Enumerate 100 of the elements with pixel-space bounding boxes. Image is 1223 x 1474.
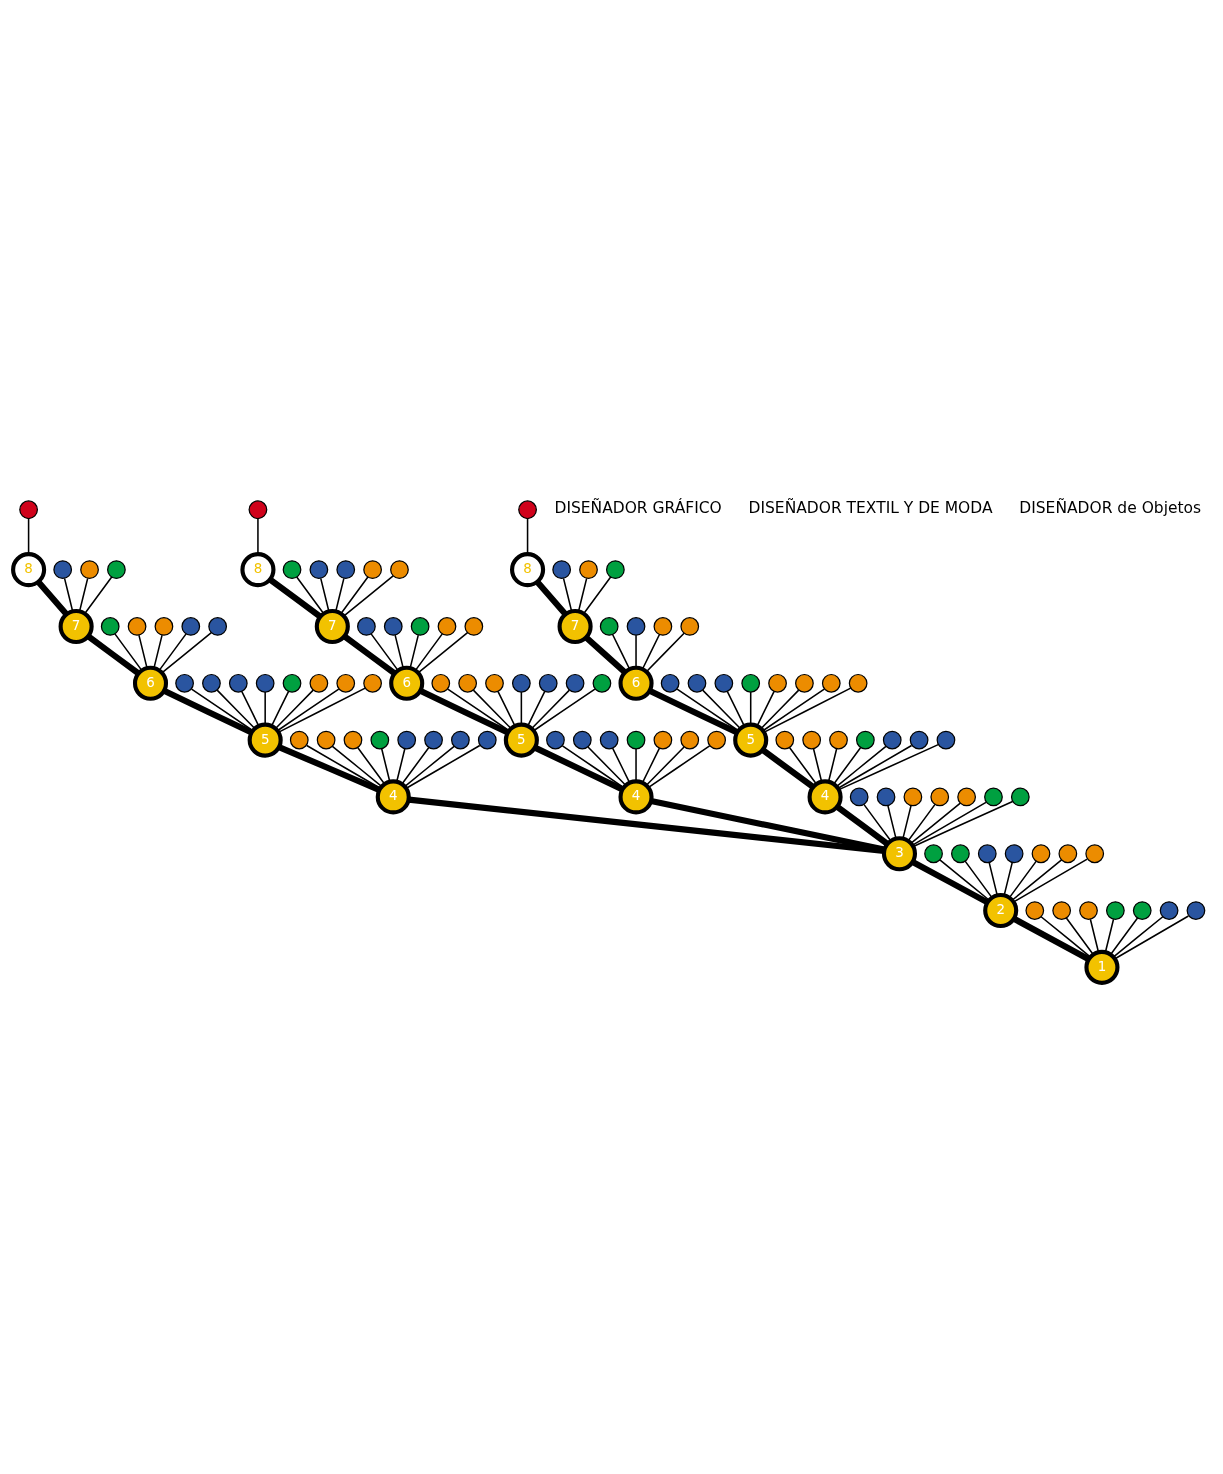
connector (836, 745, 887, 788)
node-circle (909, 730, 929, 750)
connector (902, 804, 912, 840)
node-circle: 8 (510, 552, 546, 588)
connector (63, 577, 74, 613)
connector (527, 690, 546, 727)
node-circle (1058, 844, 1078, 864)
node-circle (552, 560, 572, 580)
node-circle (984, 787, 1003, 807)
node-circle (363, 560, 382, 580)
node-circle: 5 (247, 722, 283, 758)
connector (409, 634, 420, 669)
node-circle: 4 (618, 779, 654, 815)
connector (645, 746, 685, 787)
connector (838, 743, 939, 791)
node-circle: 3 (881, 836, 918, 872)
connector (1109, 917, 1139, 956)
node-circle (821, 673, 841, 693)
node-circle (626, 617, 646, 636)
connector (343, 575, 394, 617)
node-circle (154, 617, 174, 636)
connector (641, 747, 661, 784)
connector (162, 688, 253, 736)
connector (404, 745, 455, 788)
node-circle: 7 (557, 608, 593, 645)
node-circle (451, 730, 470, 750)
connector (788, 746, 818, 785)
node-circle (653, 730, 673, 750)
connector (533, 744, 624, 793)
node-circle (309, 560, 329, 580)
connector (278, 687, 366, 733)
connector (988, 861, 998, 897)
node-circle (924, 844, 943, 864)
connector (277, 688, 340, 732)
node-circle (714, 673, 734, 693)
connector (577, 577, 588, 613)
node-circle (957, 787, 976, 807)
node-circle (397, 730, 417, 750)
node-circle (1132, 901, 1152, 920)
node-circle (592, 673, 612, 693)
node-circle (363, 673, 382, 693)
node-circle (202, 673, 221, 693)
node-circle (855, 730, 875, 750)
node-circle (538, 673, 558, 693)
connector (1089, 918, 1100, 953)
connector (472, 689, 512, 730)
node-circle: 5 (503, 722, 539, 758)
connector (535, 580, 568, 617)
node-circle: 7 (314, 608, 350, 645)
connector (190, 688, 254, 732)
node-circle (579, 560, 598, 580)
node-circle (849, 787, 869, 807)
node-circle (1079, 901, 1098, 920)
node-circle (977, 844, 997, 864)
connector (306, 744, 381, 790)
connector (647, 745, 711, 789)
connector (837, 744, 913, 790)
connector (756, 690, 775, 727)
node-circle (802, 730, 822, 750)
node-circle (309, 673, 329, 693)
connector (394, 634, 404, 669)
node-circle (687, 673, 707, 693)
connector (1104, 918, 1115, 953)
connector (405, 744, 481, 790)
node-circle (485, 673, 504, 693)
connector (320, 577, 330, 613)
connector (827, 748, 838, 783)
node-circle (795, 673, 814, 693)
connector (887, 804, 897, 840)
connector (760, 747, 815, 790)
node-circle (775, 730, 795, 750)
node-circle (228, 673, 248, 693)
connector (114, 633, 143, 672)
connector (270, 690, 290, 727)
connector (530, 689, 571, 730)
node-circle (431, 673, 451, 693)
node-circle: 8 (240, 552, 276, 588)
connector (241, 690, 260, 727)
connector (1114, 915, 1190, 960)
connector (833, 746, 862, 785)
node-circle (903, 787, 923, 807)
node-circle (80, 560, 99, 580)
node-circle (477, 730, 497, 750)
connector (526, 517, 529, 555)
node-circle (1052, 901, 1072, 920)
connector (1112, 915, 1164, 958)
node-circle (410, 617, 430, 636)
connector (370, 633, 399, 672)
connector (964, 860, 993, 899)
connector (257, 517, 259, 555)
node-circle (316, 730, 336, 750)
node-circle (626, 730, 646, 750)
node-circle (336, 560, 356, 580)
connector (749, 691, 752, 726)
connector (701, 689, 742, 730)
connector (408, 796, 885, 855)
node-circle (289, 730, 309, 750)
node-circle (1105, 901, 1125, 920)
node-circle: 5 (733, 722, 769, 758)
node-circle (936, 730, 956, 750)
